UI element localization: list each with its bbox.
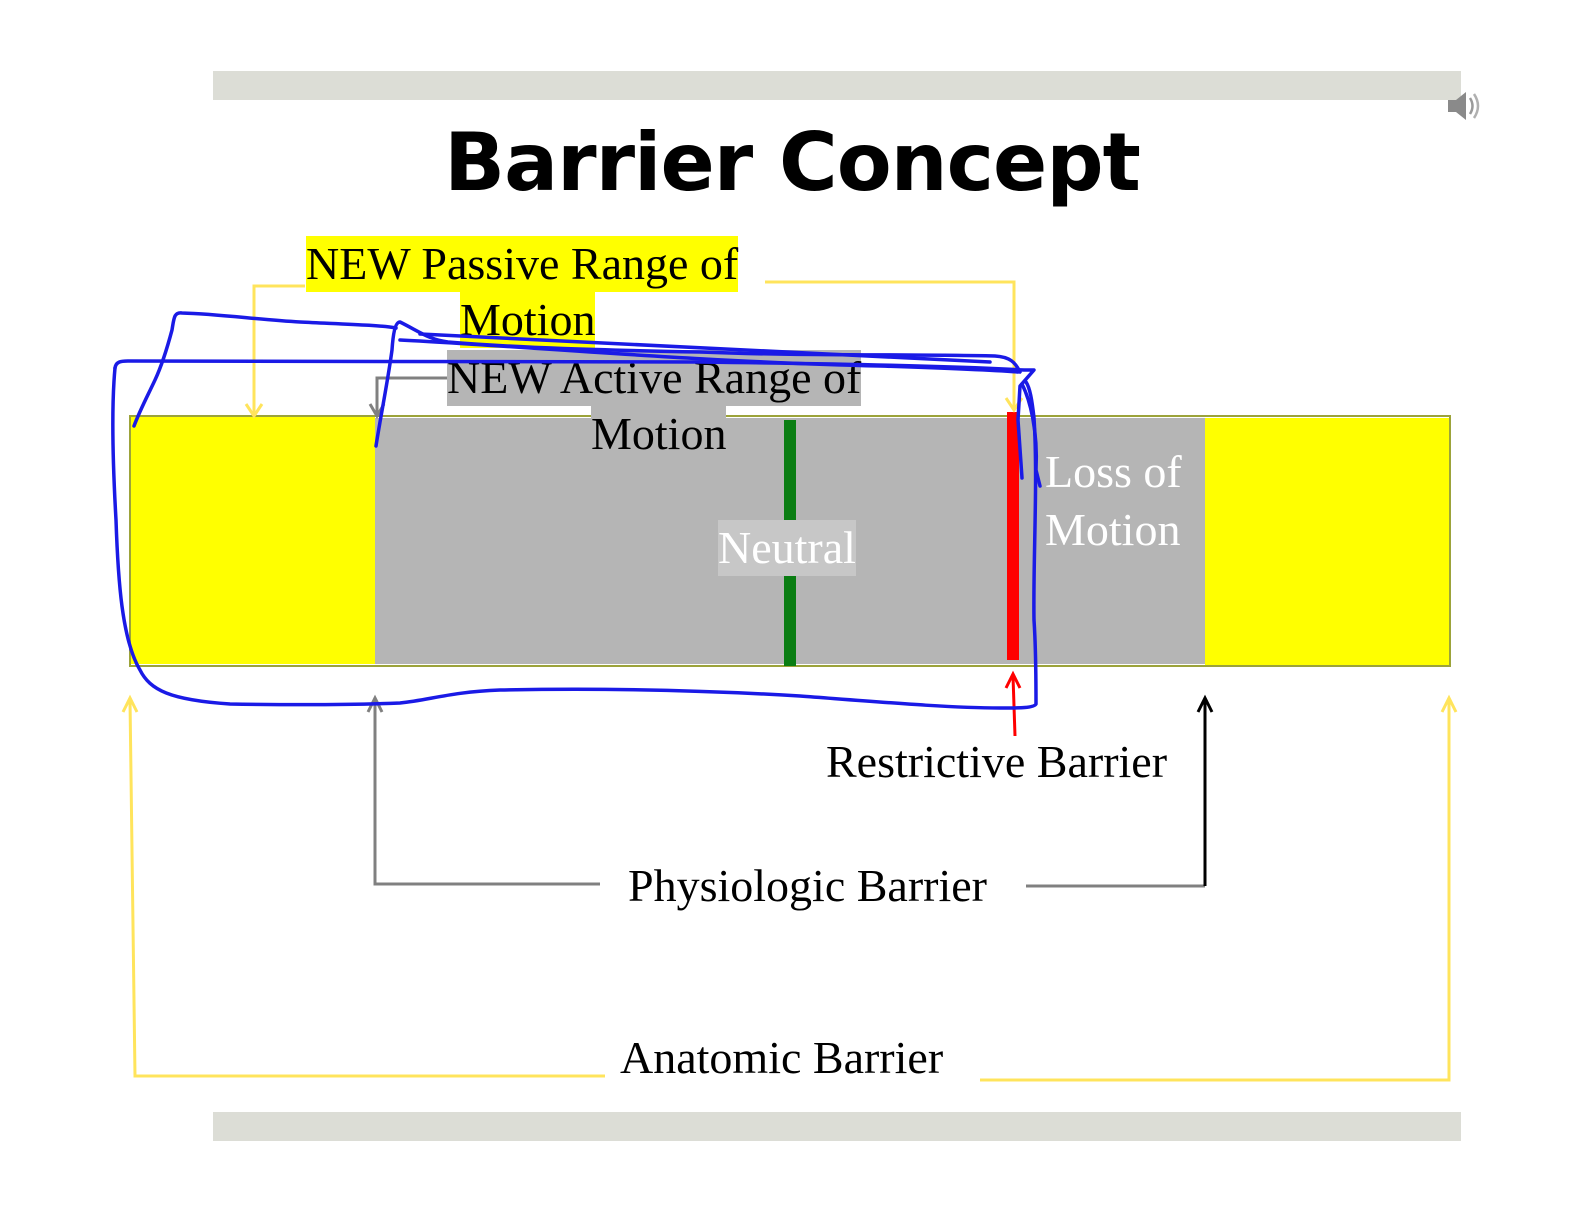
passive-rom-label-line1: NEW Passive Range of: [306, 236, 739, 292]
bottom-decor-bar: [213, 1112, 1461, 1141]
active-rom-label-line1: NEW Active Range of: [447, 350, 862, 406]
physiologic-barrier-label: Physiologic Barrier: [628, 860, 987, 911]
neutral-line-bottom: [784, 572, 796, 666]
slide-title: Barrier Concept: [444, 116, 1141, 209]
active-rom-bracket: [368, 376, 448, 419]
restrictive-barrier-line: [1007, 412, 1019, 660]
top-decor-bar: [213, 71, 1461, 100]
anatomic-barrier-label: Anatomic Barrier: [620, 1032, 944, 1083]
right-passive-zone: [1205, 418, 1450, 666]
neutral-label: Neutral: [718, 520, 856, 576]
restrictive-barrier-arrow: [1004, 670, 1022, 737]
passive-rom-label-line2: Motion: [460, 292, 596, 348]
loss-of-motion-line1: Loss of: [1045, 446, 1182, 497]
restrictive-barrier-label: Restrictive Barrier: [826, 736, 1168, 787]
left-passive-zone: [130, 416, 375, 664]
loss-of-motion-line2: Motion: [1045, 504, 1181, 555]
speaker-icon[interactable]: [1444, 88, 1484, 124]
active-rom-label-line2: Motion: [591, 406, 727, 462]
neutral-line-top: [784, 420, 796, 520]
